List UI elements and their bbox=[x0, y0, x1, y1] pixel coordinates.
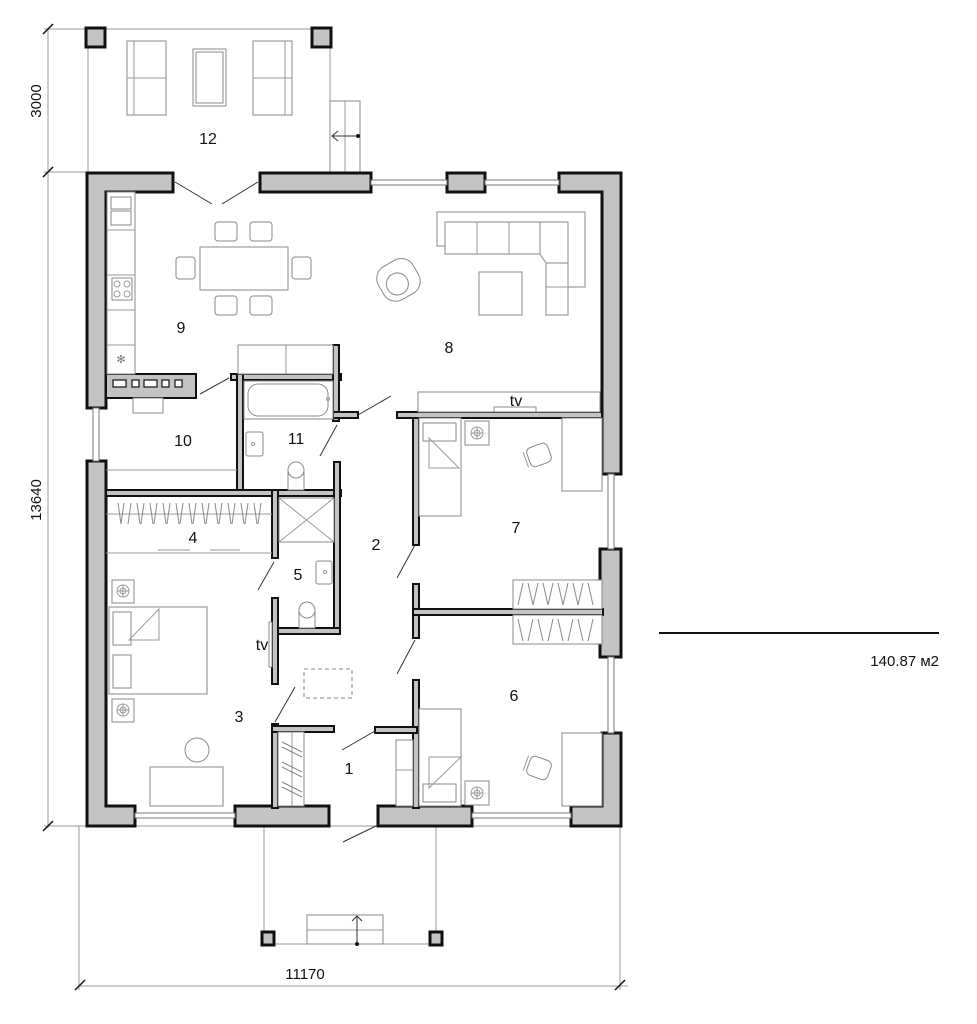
dining-table bbox=[199, 246, 289, 291]
room-label-7: 7 bbox=[512, 520, 521, 537]
armchair bbox=[376, 258, 421, 302]
chair bbox=[249, 295, 273, 316]
room-label-8: 8 bbox=[445, 340, 454, 357]
terrace-column-right bbox=[310, 26, 333, 49]
rug bbox=[303, 668, 353, 699]
room-label-4: 4 bbox=[189, 530, 198, 547]
room-label-10: 10 bbox=[174, 433, 192, 450]
door-swings bbox=[174, 181, 416, 751]
sectional-sofa bbox=[436, 211, 586, 288]
area-summary: 140.87 м2 bbox=[659, 632, 939, 670]
porch-column-right bbox=[428, 930, 444, 947]
room-label-5: 5 bbox=[294, 567, 303, 584]
chair bbox=[249, 221, 273, 242]
exterior-walls bbox=[85, 171, 623, 828]
chair bbox=[291, 256, 312, 280]
interior-walls bbox=[105, 344, 604, 809]
fan-icon: ✻ bbox=[116, 354, 125, 366]
stove-icon bbox=[111, 277, 133, 301]
house-width-dimension: 11170 bbox=[285, 966, 325, 983]
sink-icon bbox=[110, 196, 132, 210]
room-label-11: 11 bbox=[288, 431, 305, 448]
room-label-1: 1 bbox=[345, 761, 354, 778]
dresser bbox=[149, 766, 224, 807]
total-area: 140.87 м2 bbox=[870, 653, 939, 670]
tv-icon bbox=[268, 621, 273, 668]
desk bbox=[561, 732, 603, 807]
furniture: ✻ bbox=[106, 191, 603, 807]
terrace-12: 12 bbox=[84, 26, 361, 173]
room-labels: 1 2 3 4 5 6 7 8 9 10 11 tv tv bbox=[174, 320, 522, 778]
room-label-2: 2 bbox=[372, 537, 381, 554]
room-label-12: 12 bbox=[199, 131, 217, 148]
room-label-9: 9 bbox=[177, 320, 186, 337]
terrace-column-left bbox=[84, 26, 107, 49]
tv-label-living: tv bbox=[510, 393, 522, 410]
tv-label-bedroom: tv bbox=[256, 637, 268, 654]
chair bbox=[214, 221, 238, 242]
wardrobe-hangers bbox=[117, 502, 262, 525]
coffee-table bbox=[478, 271, 523, 316]
house-depth-dimension: 13640 bbox=[28, 479, 45, 521]
dimension-lines: 3000 13640 11170 bbox=[28, 23, 628, 991]
porch-column-left bbox=[260, 930, 276, 947]
room-label-6: 6 bbox=[510, 688, 519, 705]
chair bbox=[214, 295, 238, 316]
stool bbox=[184, 737, 210, 763]
tv-icon bbox=[493, 406, 537, 413]
entrance-porch bbox=[88, 824, 620, 947]
office-chair bbox=[522, 442, 552, 468]
room-label-3: 3 bbox=[235, 709, 244, 726]
desk bbox=[561, 417, 603, 492]
office-chair bbox=[522, 755, 552, 781]
chair bbox=[175, 256, 196, 280]
terrace-depth-dimension: 3000 bbox=[28, 84, 45, 117]
